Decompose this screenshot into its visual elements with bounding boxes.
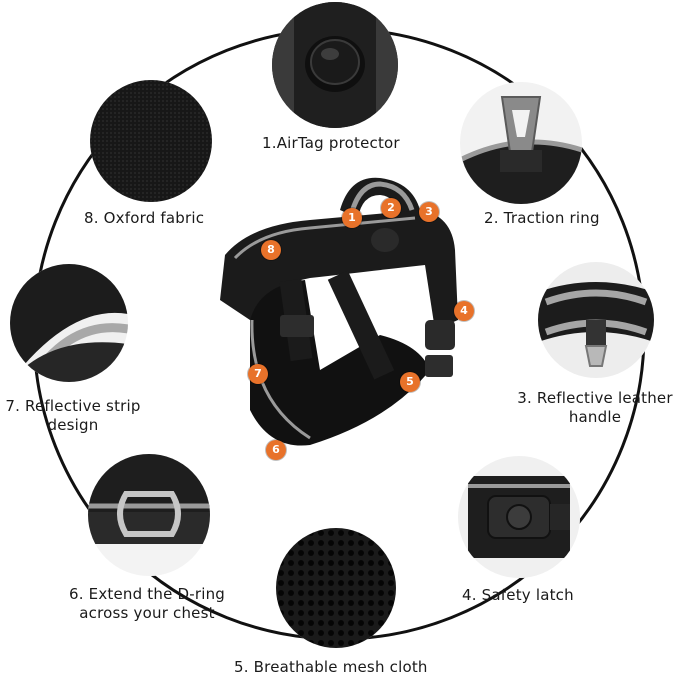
- label-traction-ring: 2. Traction ring: [484, 209, 600, 227]
- label-safety-latch: 4. Safety latch: [462, 586, 574, 604]
- photo-oxford-fabric: [90, 80, 212, 202]
- marker-5: 5: [400, 372, 420, 392]
- photo-d-ring: [88, 454, 210, 576]
- photo-airtag-protector: [272, 2, 398, 128]
- label-reflective-strip: 7. Reflective strip design: [0, 397, 146, 435]
- label-d-ring-line2: across your chest: [79, 604, 215, 622]
- photo-reflective-handle: [538, 262, 654, 378]
- label-reflective-handle: 3. Reflective leather handle: [512, 389, 678, 427]
- marker-7: 7: [248, 364, 268, 384]
- label-reflective-strip-line2: design: [47, 416, 99, 434]
- marker-3: 3: [419, 202, 439, 222]
- dog-harness-image: [220, 177, 458, 446]
- label-reflective-handle-line2: handle: [568, 408, 622, 426]
- marker-8: 8: [261, 240, 281, 260]
- photo-traction-ring: [460, 82, 582, 204]
- marker-6: 6: [266, 440, 286, 460]
- photo-reflective-strip: [10, 264, 128, 382]
- label-d-ring: 6. Extend the D-ring across your chest: [62, 585, 232, 623]
- marker-2: 2: [381, 198, 401, 218]
- marker-1: 1: [342, 208, 362, 228]
- label-breathable-mesh: 5. Breathable mesh cloth: [234, 658, 428, 676]
- marker-4: 4: [454, 301, 474, 321]
- label-reflective-strip-line1: 7. Reflective strip: [5, 397, 141, 415]
- label-oxford-fabric: 8. Oxford fabric: [84, 209, 205, 227]
- label-reflective-handle-line1: 3. Reflective leather: [517, 389, 673, 407]
- label-airtag-protector: 1.AirTag protector: [262, 134, 400, 152]
- photo-breathable-mesh: [276, 528, 396, 648]
- photo-safety-latch: [458, 456, 580, 578]
- label-d-ring-line1: 6. Extend the D-ring: [68, 585, 226, 603]
